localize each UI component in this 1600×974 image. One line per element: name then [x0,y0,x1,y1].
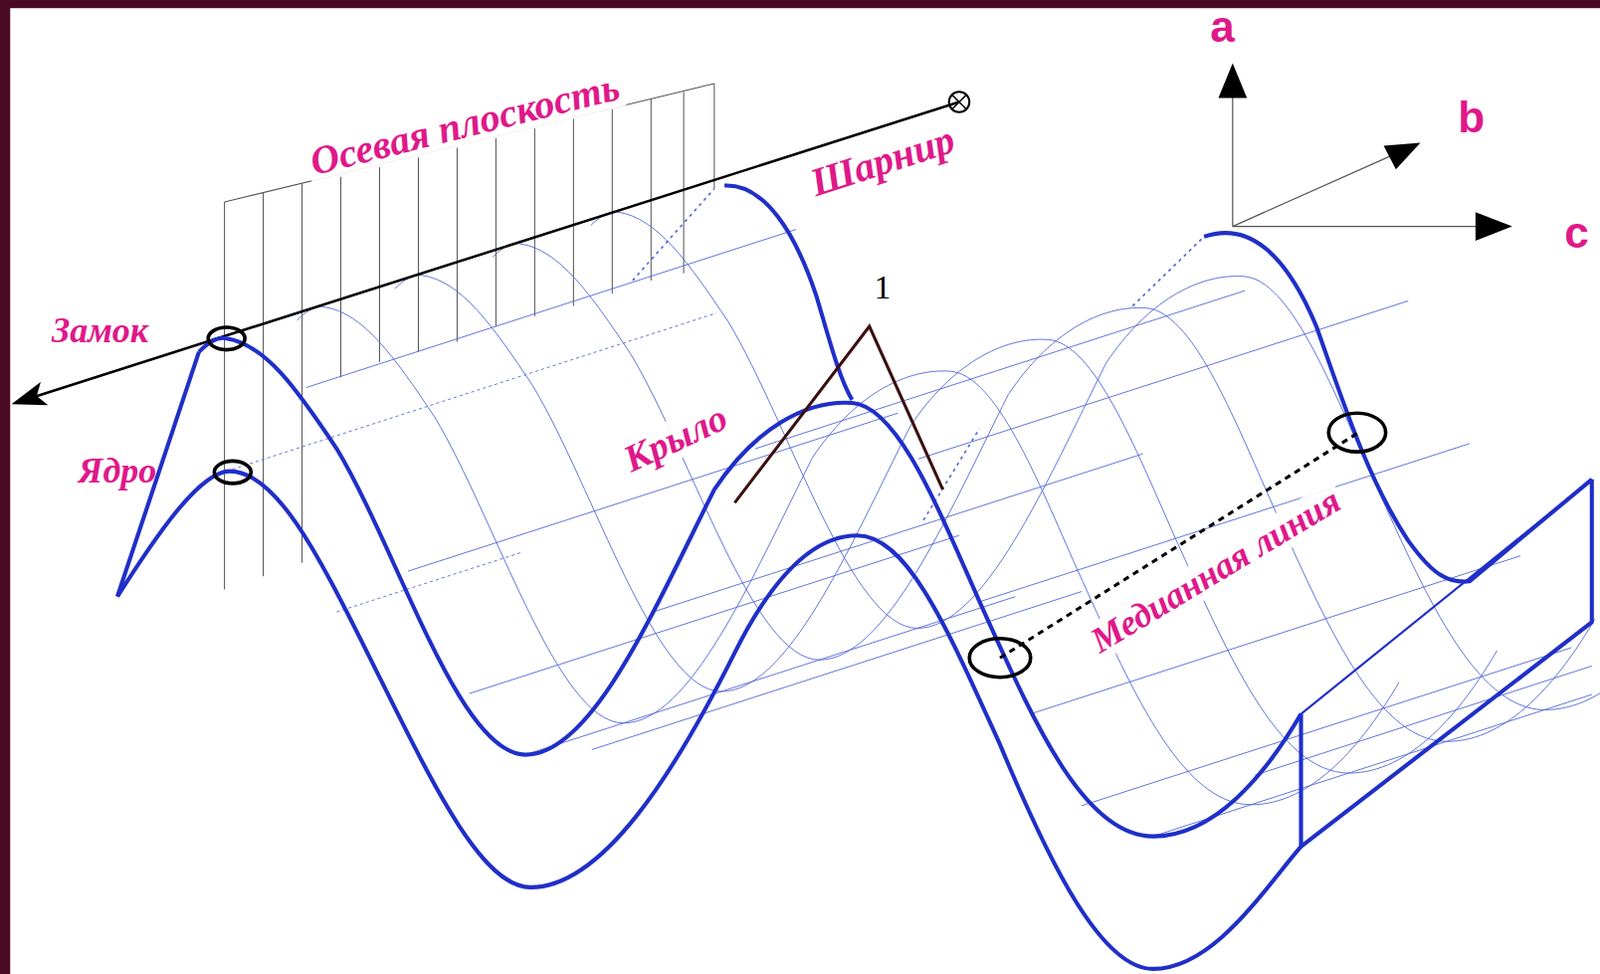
median-line [1000,433,1358,659]
crest-label: Замок [47,312,153,351]
axis-arrow [1217,63,1247,99]
leader-line [734,326,943,503]
hinge-cross [952,94,967,109]
hinge-point [949,91,971,113]
core-label: Ядро [74,452,162,491]
point-circle [207,327,1386,678]
axis-label: b [1453,94,1489,141]
axis-label: c [1560,209,1593,256]
fold-outline [117,186,1593,970]
surface-mesh [226,189,1600,837]
hinge-line [14,102,960,403]
axial-plane [224,83,715,590]
axis-arrow [1384,143,1421,171]
callout-number: 1 [870,269,896,306]
axes [1232,71,1506,227]
axis-arrow [1475,211,1513,241]
axis-label: a [1205,3,1238,50]
